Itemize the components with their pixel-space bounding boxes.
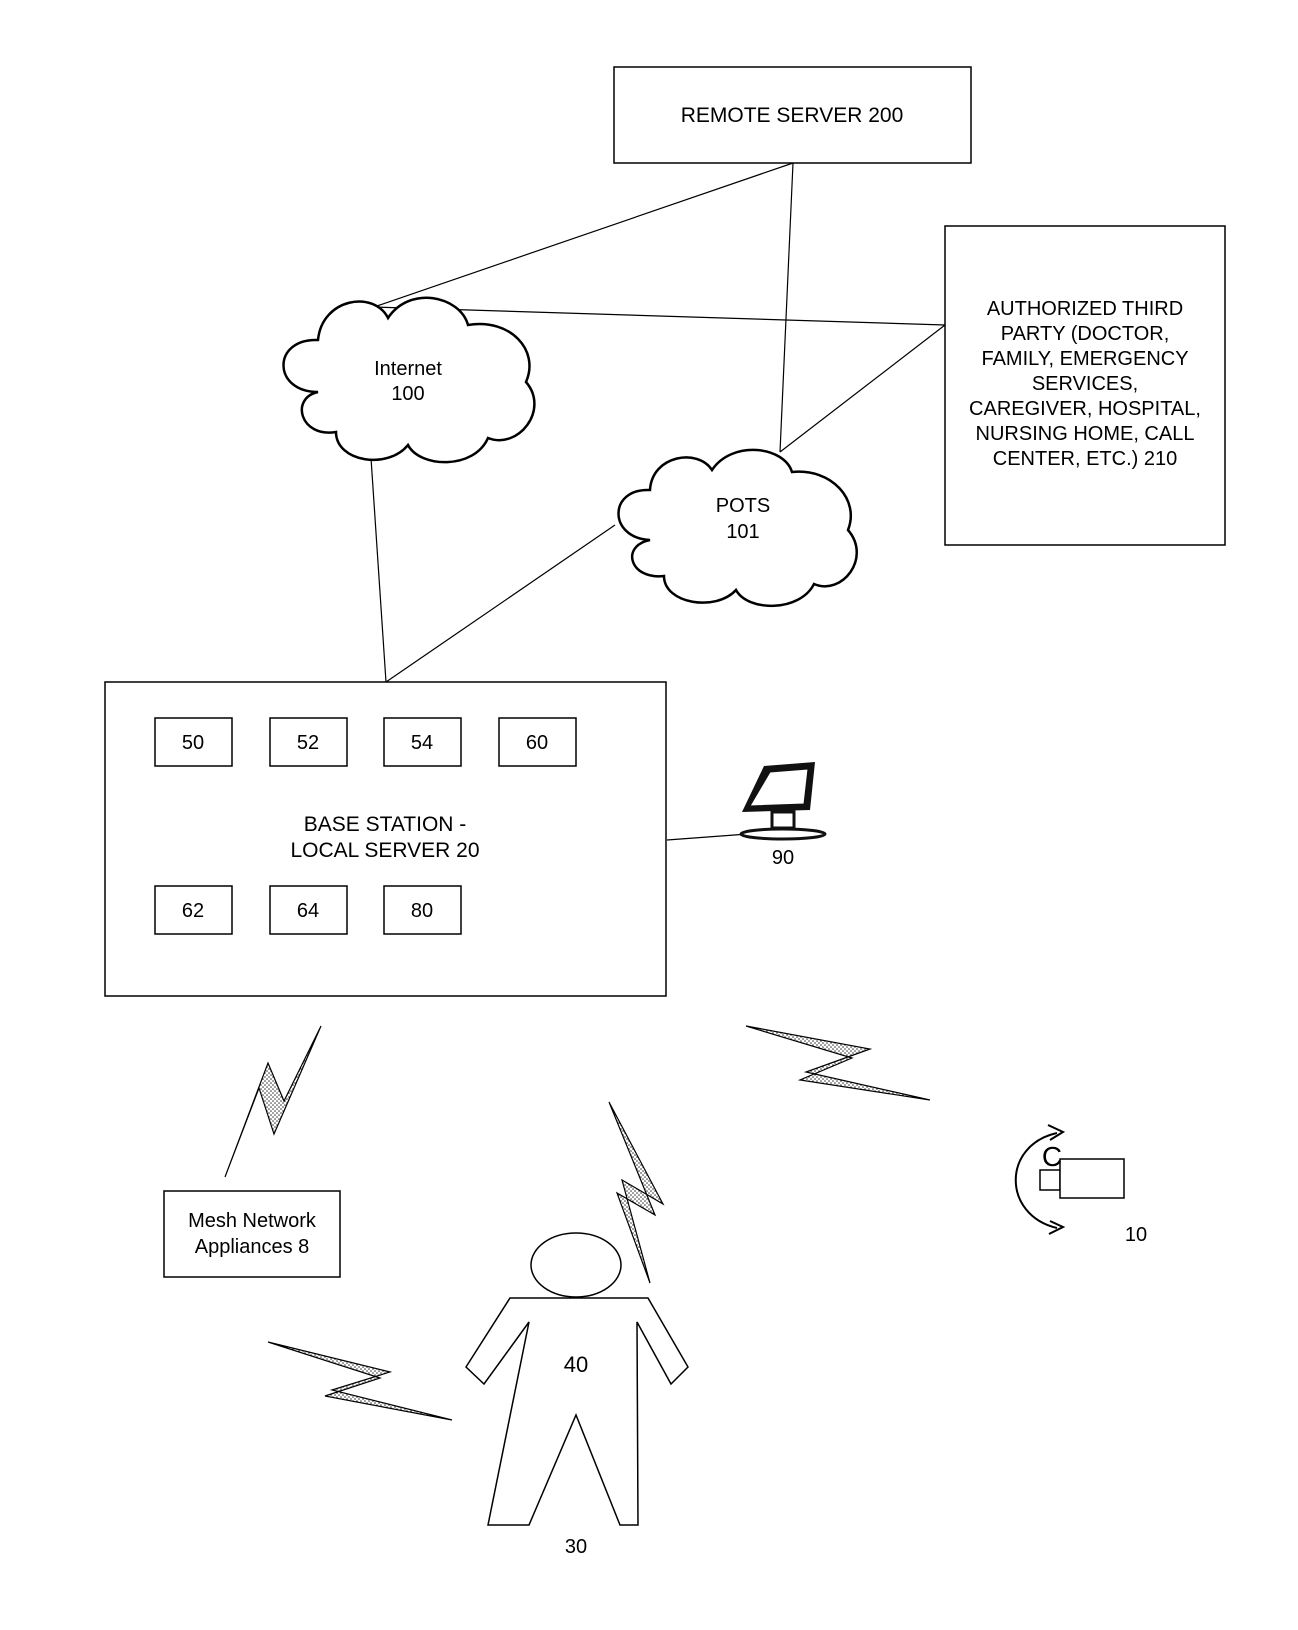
base-station-title-2: LOCAL SERVER 20 <box>290 839 479 862</box>
base-station-title-1: BASE STATION - <box>304 813 467 836</box>
wireless-bolt-person-left <box>268 1342 452 1420</box>
module-52-label: 52 <box>297 732 319 754</box>
module-60: 60 <box>499 718 576 766</box>
third-party-line-5: CAREGIVER, HOSPITAL, <box>969 398 1201 420</box>
third-party-line-2: PARTY (DOCTOR, <box>1001 323 1170 345</box>
module-50: 50 <box>155 718 232 766</box>
monitor-ref: 90 <box>772 847 794 869</box>
module-50-label: 50 <box>182 732 204 754</box>
module-64-label: 64 <box>297 900 319 922</box>
base-station-box: 50 52 54 60 BASE STATION - LOCAL SERVER … <box>105 682 666 996</box>
link-internet-base <box>371 458 386 682</box>
link-base-monitor <box>667 834 748 840</box>
internet-name: Internet <box>374 358 442 380</box>
module-80: 80 <box>384 886 461 934</box>
third-party-box: AUTHORIZED THIRD PARTY (DOCTOR, FAMILY, … <box>945 226 1225 545</box>
remote-server-box: REMOTE SERVER 200 <box>614 67 971 163</box>
third-party-line-4: SERVICES, <box>1032 373 1138 395</box>
third-party-line-1: AUTHORIZED THIRD <box>987 298 1183 320</box>
remote-server-label: REMOTE SERVER 200 <box>681 104 904 127</box>
link-remote-internet <box>374 163 793 307</box>
person-body-ref: 40 <box>564 1352 588 1377</box>
third-party-line-7: CENTER, ETC.) 210 <box>993 448 1177 470</box>
pots-name: POTS <box>716 495 770 517</box>
camera-icon: C <box>1016 1125 1124 1234</box>
third-party-line-6: NURSING HOME, CALL <box>976 423 1195 445</box>
monitor-icon <box>741 762 825 839</box>
wireless-bolt-camera <box>746 1026 930 1100</box>
wireless-bolt-mesh <box>225 1026 321 1177</box>
person-figure: 40 <box>466 1233 688 1525</box>
camera-ref: 10 <box>1125 1224 1147 1246</box>
module-60-label: 60 <box>526 732 548 754</box>
module-62-label: 62 <box>182 900 204 922</box>
third-party-line-3: FAMILY, EMERGENCY <box>981 348 1188 370</box>
link-remote-pots <box>780 163 793 452</box>
module-62: 62 <box>155 886 232 934</box>
module-52: 52 <box>270 718 347 766</box>
link-pots-thirdparty <box>780 325 945 452</box>
pots-cloud: POTS 101 <box>619 450 857 606</box>
module-54: 54 <box>384 718 461 766</box>
mesh-label-2: Appliances 8 <box>195 1236 310 1258</box>
mesh-network-box: Mesh Network Appliances 8 <box>164 1191 340 1277</box>
camera-mark: C <box>1042 1141 1062 1172</box>
module-80-label: 80 <box>411 900 433 922</box>
link-pots-base <box>386 525 615 682</box>
pots-ref: 101 <box>726 521 759 543</box>
internet-ref: 100 <box>391 383 424 405</box>
person-ref: 30 <box>565 1536 587 1558</box>
internet-cloud: Internet 100 <box>284 298 535 462</box>
module-54-label: 54 <box>411 732 433 754</box>
mesh-label-1: Mesh Network <box>188 1210 317 1232</box>
module-64: 64 <box>270 886 347 934</box>
